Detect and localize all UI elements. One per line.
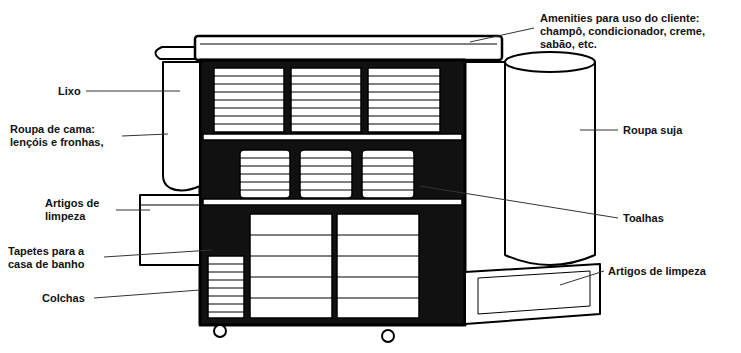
label-position: Colchas — [42, 292, 85, 305]
label-position: Artigos de limpeza — [608, 265, 706, 278]
callout-label: Lixo — [58, 85, 81, 98]
callout-label: Colchas — [42, 292, 85, 305]
label-position: Artigos de limpeza — [45, 197, 111, 223]
label-position: Roupa suja — [623, 124, 682, 137]
callout-label: Artigos de limpeza — [45, 197, 111, 223]
label-position: Tapetes para a casa de banho — [8, 245, 101, 271]
callout-label: Roupa suja — [623, 124, 682, 137]
label-position: Amenities para uso do cliente: champô, c… — [540, 12, 735, 51]
callout-label: Toalhas — [623, 212, 664, 225]
label-position: Roupa de cama: lençóis e fronhas, — [10, 123, 118, 149]
callout-label: Amenities para uso do cliente: champô, c… — [540, 12, 735, 51]
callout-label: Artigos de limpeza — [608, 265, 706, 278]
callout-label: Roupa de cama: lençóis e fronhas, — [10, 123, 118, 149]
leader-lines — [86, 28, 618, 298]
label-position: Toalhas — [623, 212, 664, 225]
callout-label: Tapetes para a casa de banho — [8, 245, 101, 271]
label-position: Lixo — [58, 85, 81, 98]
